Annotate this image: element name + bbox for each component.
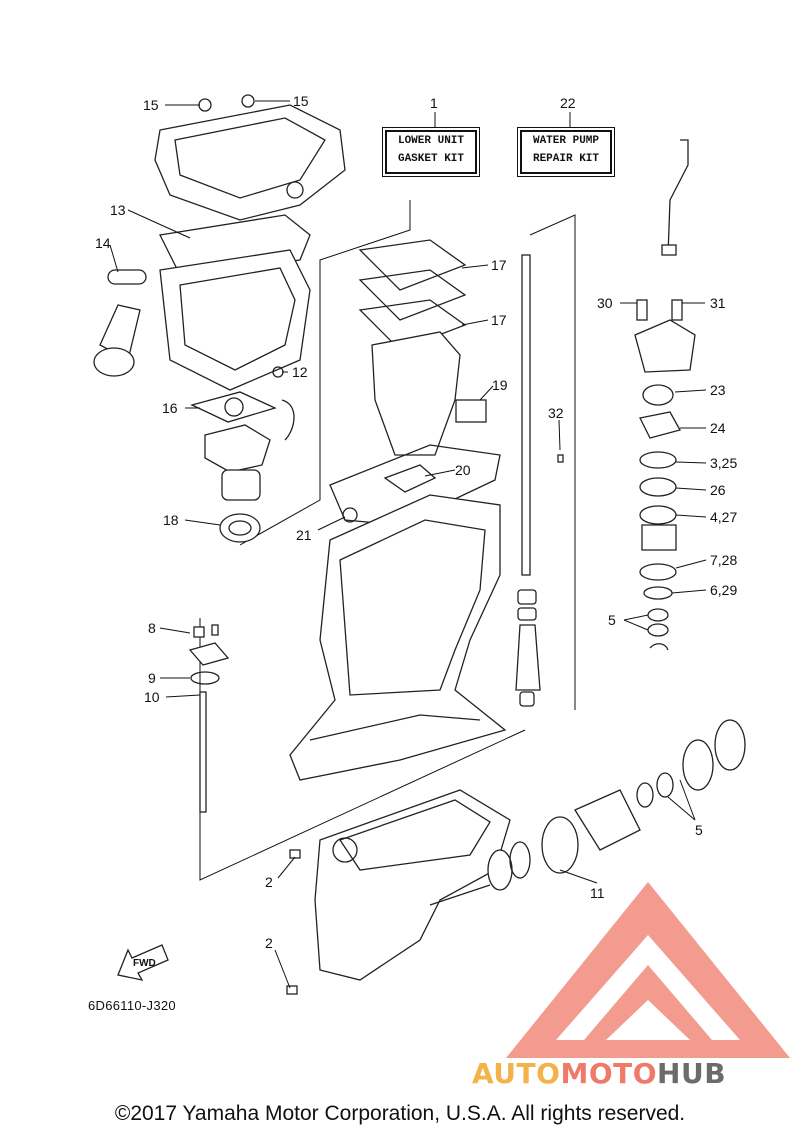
- upper-casing: [154, 94, 346, 221]
- callout-2-lower: 2: [265, 935, 273, 951]
- callout-22: 22: [560, 95, 576, 111]
- driveshaft-housing-parts: [190, 391, 295, 543]
- brand-part-hub: HUB: [657, 1057, 727, 1090]
- callout-3-25: 3,25: [710, 455, 737, 471]
- fwd-arrow: FWD: [117, 944, 169, 981]
- brand-part-auto: AUTO: [472, 1057, 561, 1090]
- callout-17-bottom: 17: [491, 312, 507, 328]
- callout-1: 1: [430, 95, 438, 111]
- callout-16: 16: [162, 400, 178, 416]
- callout-9: 9: [148, 670, 156, 686]
- callout-32: 32: [548, 405, 564, 421]
- callout-14: 14: [95, 235, 111, 251]
- kit-pump-line2: REPAIR KIT: [532, 153, 599, 165]
- callout-11: 11: [590, 885, 605, 901]
- callout-23: 23: [710, 382, 726, 398]
- callout-30: 30: [597, 295, 613, 311]
- lower-casing: [289, 494, 507, 781]
- callout-labels: 1 22 15 15 13 14 17 17 12 16 19 20 18 21…: [95, 93, 737, 951]
- water-pump-stack: [634, 139, 696, 651]
- callout-15-left: 15: [143, 97, 159, 113]
- callout-12: 12: [292, 364, 308, 380]
- callout-17-top: 17: [491, 257, 507, 273]
- leader-lines: [109, 100, 707, 989]
- shift-rod-group: [188, 624, 230, 813]
- callout-2-upper: 2: [265, 874, 273, 890]
- watermark-brand: AUTOMOTOHUB: [472, 1057, 726, 1090]
- callout-13: 13: [110, 202, 126, 218]
- callout-6-29: 6,29: [710, 582, 737, 598]
- fwd-label: FWD: [133, 958, 156, 969]
- callout-8: 8: [148, 620, 156, 636]
- kit-lower-line1: LOWER UNIT: [397, 135, 464, 147]
- callout-21: 21: [296, 527, 312, 543]
- oil-pan-assembly: [93, 214, 311, 391]
- callout-26: 26: [710, 482, 726, 498]
- callout-31: 31: [710, 295, 726, 311]
- driveshaft: [515, 254, 564, 707]
- callout-10: 10: [144, 689, 160, 705]
- callout-4-27: 4,27: [710, 509, 737, 525]
- callout-18: 18: [163, 512, 179, 528]
- callout-15-right: 15: [293, 93, 309, 109]
- exhaust-gasket: [329, 444, 501, 526]
- brand-part-moto: MOTO: [560, 1057, 658, 1090]
- lower-unit-gasket-kit-box: LOWER UNIT GASKET KIT: [382, 127, 480, 177]
- callout-19: 19: [492, 377, 508, 393]
- gaskets: [358, 239, 487, 456]
- callout-7-28: 7,28: [710, 552, 737, 568]
- callout-5-pump: 5: [608, 612, 616, 628]
- callout-24: 24: [710, 420, 726, 436]
- kit-lower-line2: GASKET KIT: [397, 153, 464, 165]
- callout-20: 20: [455, 462, 471, 478]
- propeller-shaft-group: [286, 719, 746, 995]
- water-pump-repair-kit-box: WATER PUMP REPAIR KIT: [517, 127, 615, 177]
- kit-pump-line1: WATER PUMP: [532, 135, 599, 147]
- copyright-notice: ©2017 Yamaha Motor Corporation, U.S.A. A…: [114, 1102, 686, 1125]
- watermark-logo: [506, 882, 790, 1058]
- gearcase: [314, 789, 511, 981]
- callout-5-prop: 5: [695, 822, 703, 838]
- document-code: 6D66110-J320: [88, 998, 176, 1013]
